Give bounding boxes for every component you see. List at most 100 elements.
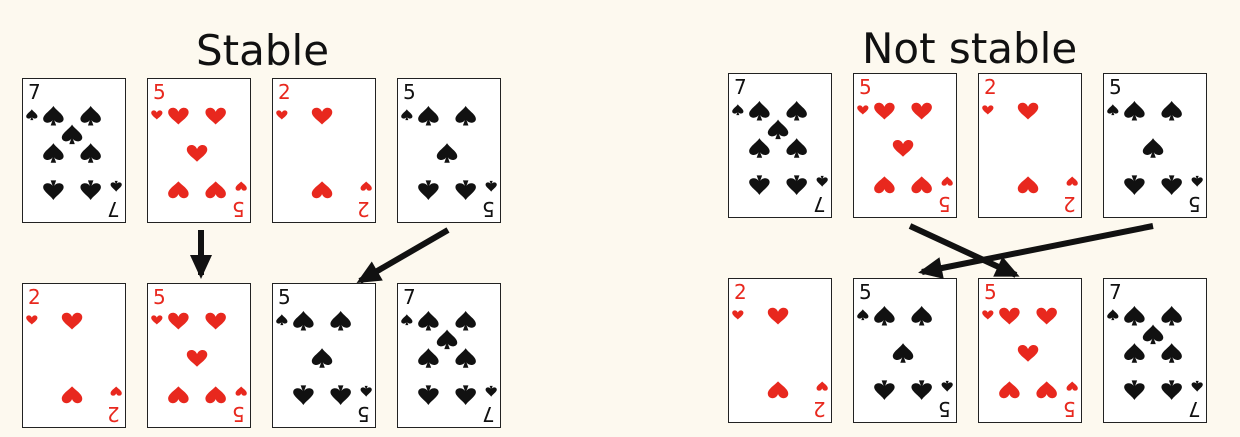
heart-pip-icon [767,381,789,399]
spade-pip-icon [401,314,413,326]
card-rank-bottom: 2 [813,397,826,421]
heart-pip-icon [110,386,122,396]
spade-pip-icon [455,385,476,406]
card-rank-bottom: 7 [107,197,120,221]
spade-pip-icon [80,105,101,126]
spade-pip-icon [330,385,351,406]
spade-pip-icon [1142,138,1164,158]
heart-pip-icon [360,181,372,191]
panel-title-stable: Stable [196,26,330,75]
card-rank-top: 5 [403,80,416,104]
card-rank-top: 2 [278,80,291,104]
spade-pip-icon [911,380,932,401]
spade-pip-icon [418,385,439,406]
spade-pip-icon [330,310,351,331]
card-rank-bottom: 2 [1063,192,1076,216]
spade-pip-icon [485,180,497,192]
arrow-unstable-5s [921,223,1154,275]
arrow-stable-5s [358,227,450,284]
spade-pip-icon [401,109,413,121]
card-rank-top: 5 [859,75,872,99]
heart-pip-icon [1036,307,1057,325]
heart-pip-icon [168,107,189,125]
card-face [276,107,372,199]
spade-pip-icon [436,329,458,350]
spade-pip-icon [1161,305,1182,326]
heart-pip-icon [235,386,247,396]
card-rank-top: 5 [153,80,166,104]
card-rank-top: 7 [403,285,416,309]
card-rank-top: 5 [984,280,997,304]
card-rank-top: 7 [1109,280,1122,304]
spade-pip-icon [43,105,64,126]
card-face [982,102,1078,194]
heart-pip-icon [186,349,208,367]
spade-pip-icon [110,180,122,192]
spade-pip-icon [786,175,807,196]
spade-pip-icon [418,105,439,126]
spade-pip-icon [293,385,314,406]
spade-pip-icon [874,380,895,401]
card-rank-top: 2 [734,280,747,304]
heart-pip-icon [61,386,83,404]
heart-pip-icon [767,307,789,325]
card-rank-bottom: 7 [1188,397,1201,421]
spade-pip-icon [43,180,64,201]
card-rank-top: 5 [859,280,872,304]
card-rank-bottom: 5 [1188,192,1201,216]
spade-pip-icon [455,348,476,368]
spade-pip-icon [311,348,333,368]
heart-pip-icon [205,107,226,125]
heart-pip-icon [26,315,38,325]
spade-pip-icon [436,143,458,163]
card-face [26,312,122,404]
heart-pip-icon [276,110,288,120]
arrow-unstable-5s-head [918,257,944,279]
heart-pip-icon [874,102,895,120]
heart-pip-icon [1036,381,1057,399]
spade-pip-icon [418,310,439,331]
card-rank-top: 2 [984,75,997,99]
spade-pip-icon [485,385,497,397]
card-rank-bottom: 5 [232,197,245,221]
spade-pip-icon [767,119,789,140]
spade-pip-icon [857,309,869,321]
heart-pip-icon [311,181,333,199]
card-rank-top: 5 [1109,75,1122,99]
arrow-unstable-5h-head [993,256,1020,277]
spade-pip-icon [80,180,101,201]
card-face [401,310,497,406]
heart-pip-icon [999,381,1020,399]
card-rank-bottom: 2 [357,197,370,221]
card-rank-top: 5 [153,285,166,309]
panel-title-not-stable: Not stable [862,24,1078,73]
spade-pip-icon [455,180,476,201]
card-rank-bottom: 5 [1063,397,1076,421]
heart-pip-icon [1017,176,1039,194]
spade-pip-icon [749,175,770,196]
card-face [732,100,828,196]
heart-pip-icon [911,176,932,194]
heart-pip-icon [857,105,869,115]
card-face [151,107,247,199]
spade-pip-icon [418,180,439,201]
heart-pip-icon [235,181,247,191]
card-face [151,312,247,404]
card-face [401,105,497,201]
heart-pip-icon [816,381,828,391]
spade-pip-icon [749,138,770,158]
heart-pip-icon [1066,381,1078,391]
card-face [857,305,953,401]
spade-pip-icon [1124,100,1145,121]
